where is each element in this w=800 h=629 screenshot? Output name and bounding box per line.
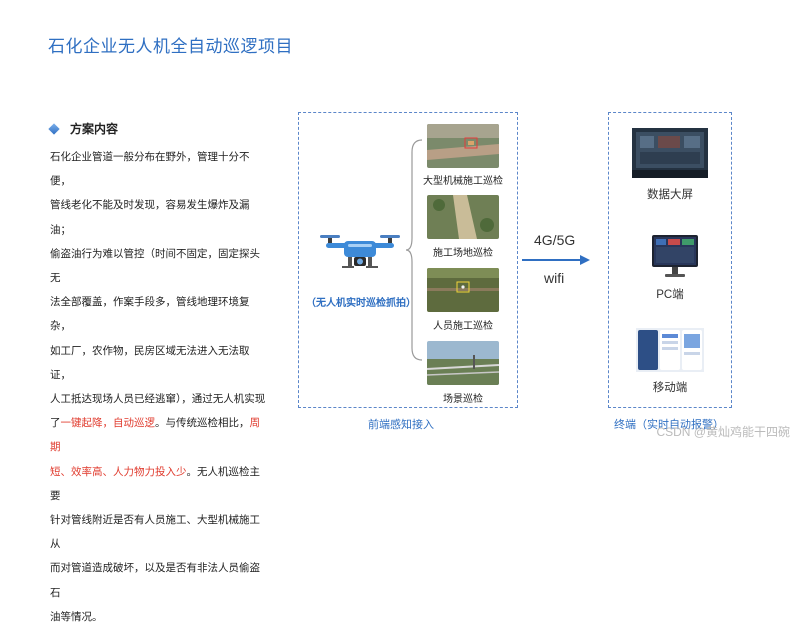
terminal-label: 移动端 xyxy=(652,382,688,394)
highlight-text: 一键起降，自动巡逻 xyxy=(60,417,156,430)
inspection-label: 人员施工巡检 xyxy=(433,321,493,332)
description-line: 短、效率高、人力物力投入少。无人机巡检主要 xyxy=(50,460,268,508)
description-line: 而对管道造成破坏，以及是否有非法人员偷盗石 xyxy=(50,556,268,604)
section-title: 方案内容 xyxy=(70,122,119,136)
pc-monitor-icon xyxy=(651,234,699,282)
description-line: 如工厂，农作物，民房区域无法进入无法取证， xyxy=(50,339,268,387)
description-line: 法全部覆盖，作案手段多，管线地理环境复杂， xyxy=(50,290,268,338)
bullet-diamond-icon xyxy=(48,122,60,135)
front-end-frame xyxy=(298,112,518,408)
watermark: CSDN @黄灿鸡能干四碗 xyxy=(656,425,790,439)
body-text-run: 管线老化不能及时发现，容易发生爆炸及漏油； xyxy=(50,199,250,236)
terminal-label: 数据大屏 xyxy=(647,189,693,201)
drone-caption: （无人机实时巡检抓拍） xyxy=(306,298,416,309)
body-text-run: 针对管线附近是否有人员施工、大型机械施工从 xyxy=(50,514,260,551)
machinery-inspection-image xyxy=(427,124,499,168)
body-text-run: 石化企业管道一般分布在野外，管理十分不便， xyxy=(50,151,250,188)
body-text-run: 而对管道造成破坏，以及是否有非法人员偷盗石 xyxy=(50,562,260,599)
description-line: 了一键起降，自动巡逻。与传统巡检相比，周期 xyxy=(50,411,268,459)
body-text-run: 如工厂，农作物，民房区域无法进入无法取证， xyxy=(50,344,250,381)
description-line: 石化企业管道一般分布在野外，管理十分不便， xyxy=(50,145,268,193)
drone-icon xyxy=(320,235,400,268)
highlight-text: 短、效率高、人力物力投入少 xyxy=(50,465,187,478)
highlight-text: 周期 xyxy=(50,417,260,454)
scheme-description: 石化企业管道一般分布在野外，管理十分不便， 管线老化不能及时发现，容易发生爆炸及漏… xyxy=(50,145,268,629)
network-label: 4G/5G xyxy=(534,232,576,248)
transport-arrow-icon xyxy=(522,255,590,265)
description-line: 偷盗油行为难以管控（时间不固定，固定探头无 xyxy=(50,242,268,290)
terminal-frame-label: 终端（实时自动报警） xyxy=(614,419,724,431)
section-header: 方案内容 xyxy=(48,120,119,137)
body-text-run: 。与传统巡检相比， xyxy=(155,417,250,430)
page-title: 石化企业无人机全自动巡逻项目 xyxy=(48,37,293,56)
body-text-run: 法全部覆盖，作案手段多，管线地理环境复杂， xyxy=(50,296,250,333)
big-screen-image xyxy=(632,128,708,178)
wifi-label: wifi xyxy=(544,270,565,286)
inspection-label: 施工场地巡检 xyxy=(433,248,493,259)
scene-inspection-image xyxy=(427,341,499,385)
brace-connector xyxy=(405,139,423,361)
terminal-label: PC端 xyxy=(656,289,684,301)
description-line: 油等情况。 xyxy=(50,605,268,629)
site-inspection-image xyxy=(427,195,499,239)
inspection-label: 大型机械施工巡检 xyxy=(423,176,503,187)
body-text-run: 人工抵达现场人员已经逃窜），通过无人机实现 xyxy=(50,393,266,406)
description-line: 人工抵达现场人员已经逃窜），通过无人机实现 xyxy=(50,387,268,411)
description-line: 针对管线附近是否有人员施工、大型机械施工从 xyxy=(50,508,268,556)
front-end-label: 前端感知接入 xyxy=(368,419,434,431)
body-text-run: 油等情况。 xyxy=(50,610,103,623)
body-text-run: 了 xyxy=(50,417,61,430)
description-line: 管线老化不能及时发现，容易发生爆炸及漏油； xyxy=(50,193,268,241)
personnel-inspection-image xyxy=(427,268,499,312)
inspection-label: 场景巡检 xyxy=(443,394,483,405)
body-text-run: 偷盗油行为难以管控（时间不固定，固定探头无 xyxy=(50,247,260,285)
terminal-frame xyxy=(608,112,732,408)
mobile-app-image xyxy=(636,328,704,372)
